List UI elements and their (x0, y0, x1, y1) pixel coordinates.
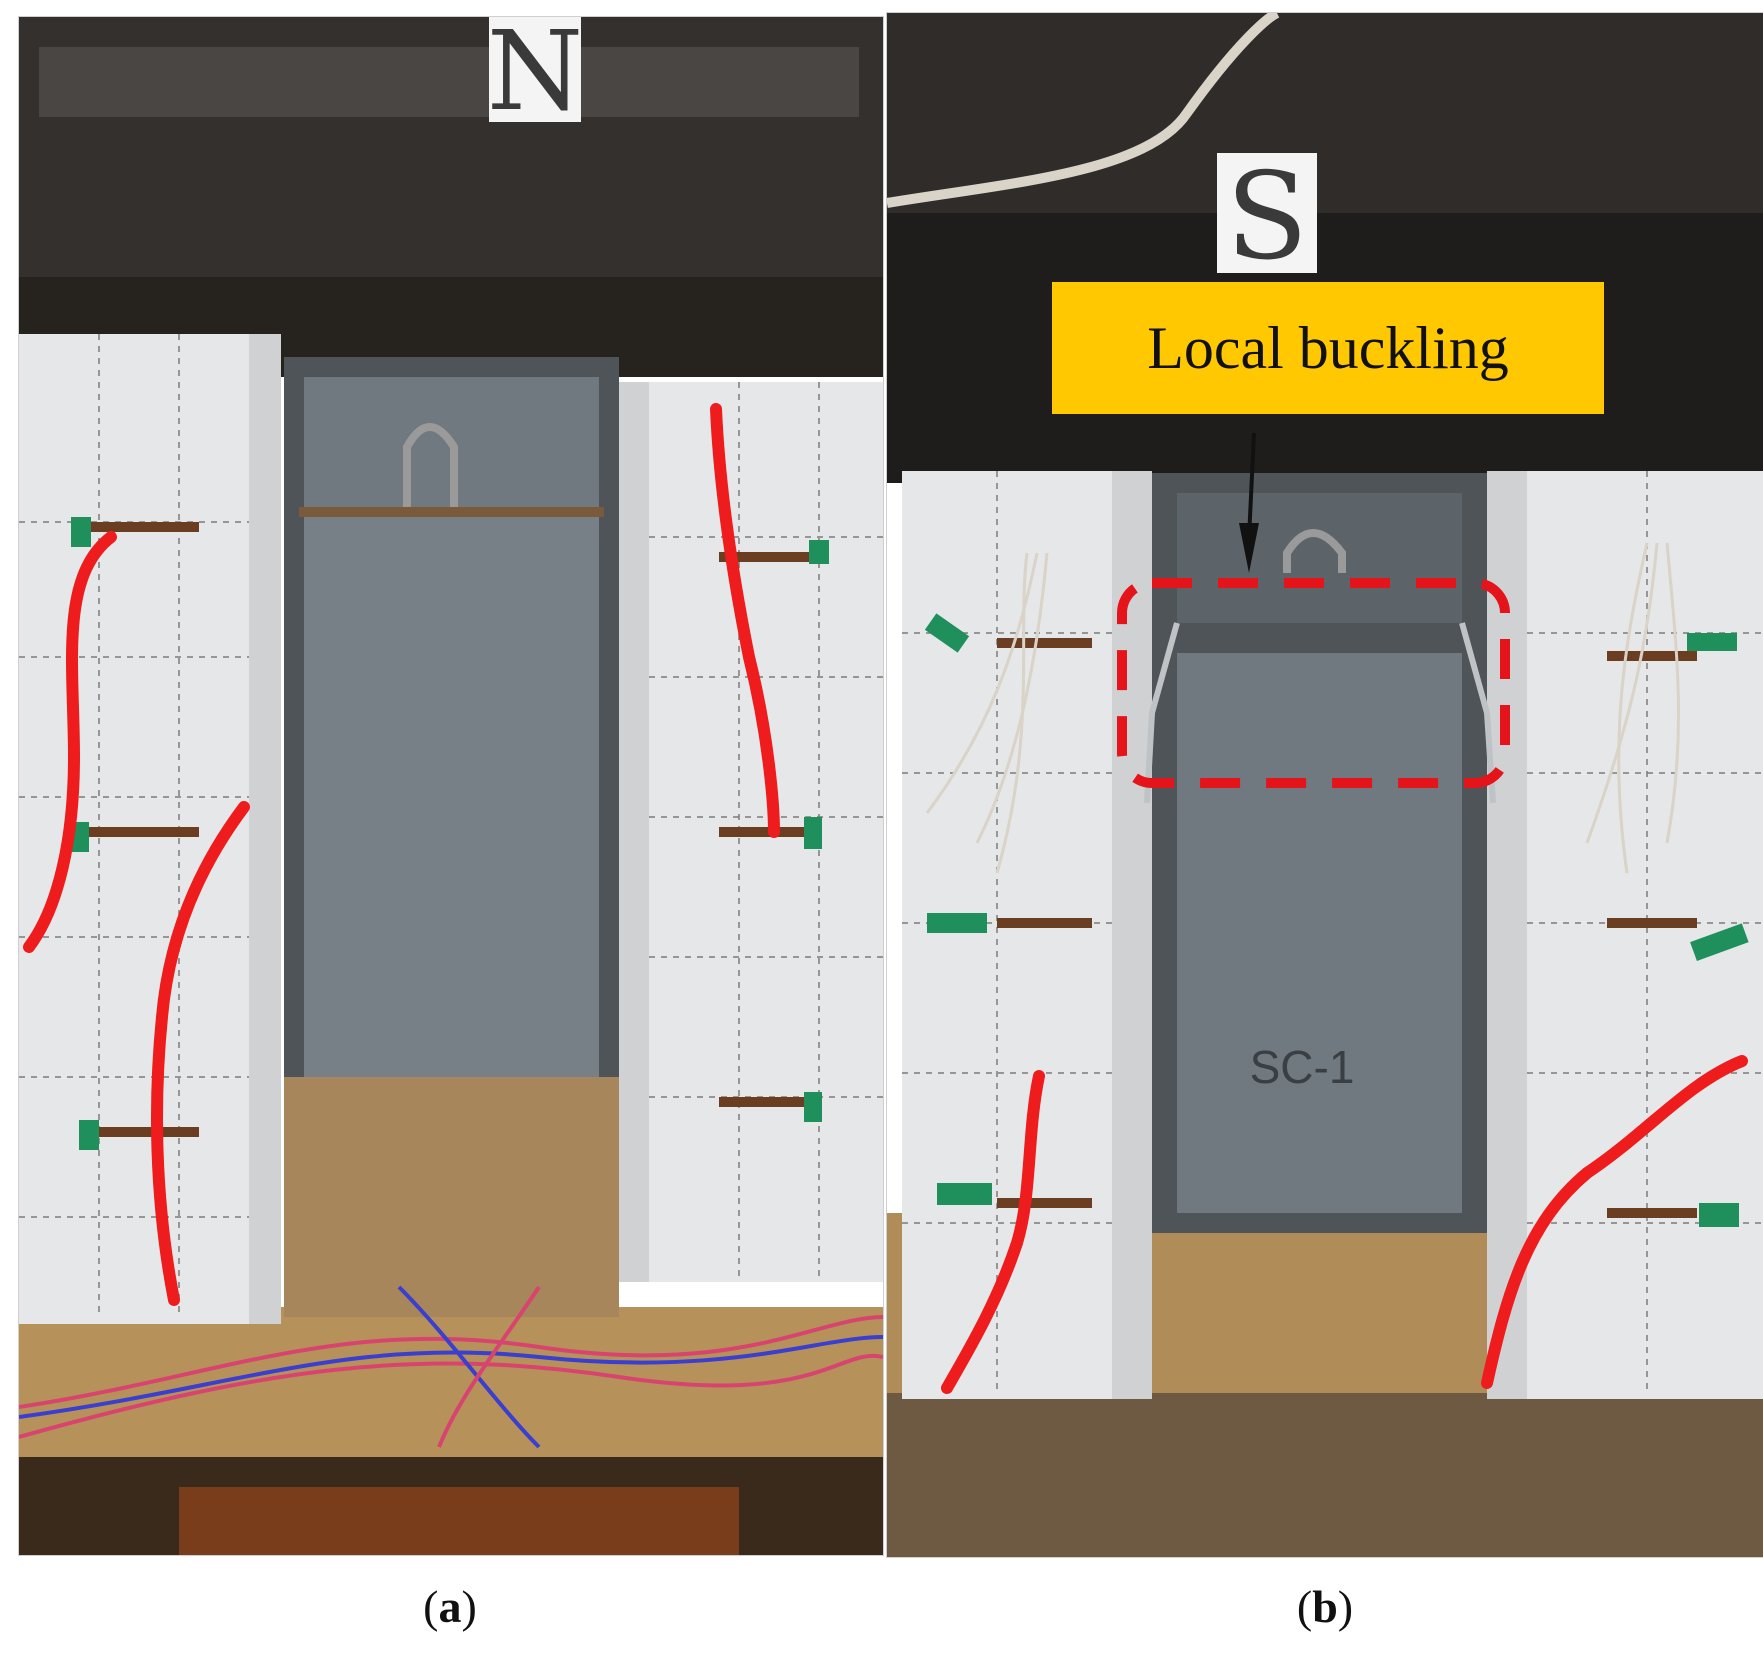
crack-markers-b (941, 1055, 1748, 1394)
local-buckling-label: Local buckling (1052, 282, 1604, 414)
rebar-stubs (89, 522, 809, 1137)
debris (284, 1077, 619, 1317)
loading-beam (39, 47, 859, 117)
buckled-flange-left (1144, 622, 1180, 804)
sensor-cables (19, 1285, 883, 1449)
tape-markers (924, 613, 1749, 1227)
direction-sign-n-letter: N (487, 17, 583, 135)
lead-wires (925, 542, 1681, 874)
local-buckling-region (1117, 578, 1510, 788)
tape-markers (71, 517, 829, 1150)
photo-a-drawing: N (19, 17, 883, 1555)
grid-lines-left (902, 471, 1112, 1393)
direction-sign-s-letter: S (1226, 148, 1308, 287)
crack-markers-a (23, 403, 780, 1306)
callout-arrowhead (1239, 523, 1259, 573)
caption-b-letter: b (1312, 1581, 1338, 1632)
overhead-cable (887, 13, 1280, 208)
caption-b: (b) (1296, 1581, 1354, 1632)
callout-arrow (1247, 432, 1256, 539)
photo-panel-b: S SC-1 (886, 12, 1763, 1558)
direction-sign-s (1217, 153, 1317, 273)
photo-panel-a: N (18, 16, 884, 1556)
grid-lines-left (19, 334, 249, 1317)
floor (19, 1307, 883, 1477)
caption-a-letter: a (438, 1581, 462, 1632)
rebar-stubs (997, 638, 1697, 1218)
caption-a: (a) (423, 1581, 477, 1632)
direction-sign-n (489, 17, 581, 122)
photo-b-drawing: S SC-1 (887, 13, 1763, 1557)
specimen-mark: SC-1 (1250, 1041, 1355, 1093)
lifting-hook (1283, 529, 1346, 573)
lifting-hook (403, 423, 458, 507)
